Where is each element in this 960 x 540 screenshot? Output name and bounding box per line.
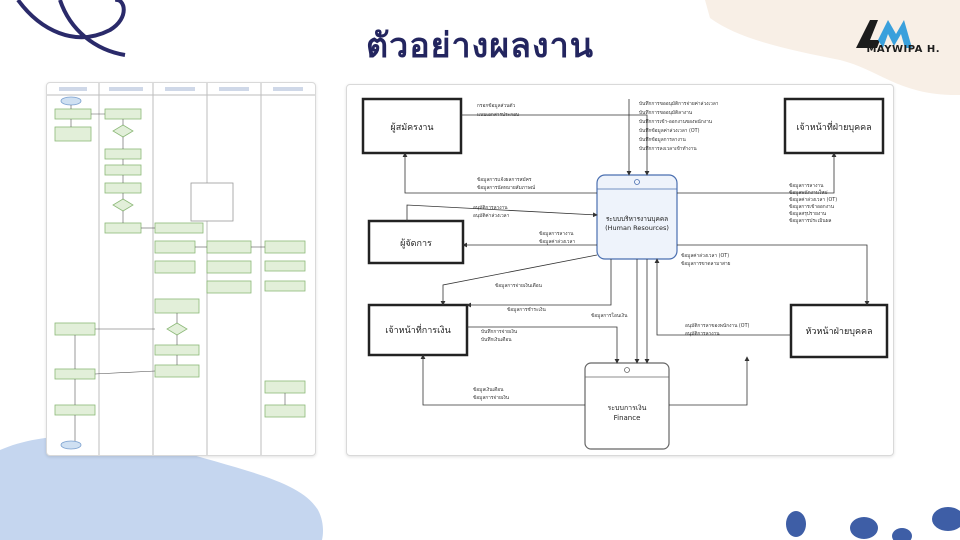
svg-text:บันทึกเงินเดือน: บันทึกเงินเดือน [481,336,512,343]
svg-text:บันทึกข้อมูลการลางาน: บันทึกข้อมูลการลางาน [639,136,686,143]
entity-manager: ผู้จัดการ [367,219,465,265]
dfd-canvas: ผู้สมัครงาน เจ้าหน้าที่ฝ่ายบุคคล ผู้จัดก… [361,97,889,450]
svg-text:บันทึกการขออนุมัติลางาน: บันทึกการขออนุมัติลางาน [639,110,693,116]
svg-text:ข้อมูลการนัดหมายสัมภาษณ์: ข้อมูลการนัดหมายสัมภาษณ์ [477,184,536,191]
entity-hr-head: หัวหน้าฝ่ายบุคคล [789,303,889,359]
svg-text:ข้อมูลเงินเดือน: ข้อมูลเงินเดือน [473,386,504,393]
swimlane-flowchart [47,83,315,455]
label-applicant-out: ข้อมูลการแจ้งผลการสมัคร ข้อมูลการนัดหมาย… [477,176,536,191]
label-applicant-in: กรอกข้อมูลส่วนตัว แนบเอกสารประกอบ [477,102,519,118]
label-to-finance: ข้อมูลค่าล่วงเวลา (OT) ข้อมูลการขาดลามาส… [681,252,731,267]
label-finance-to-staff: ข้อมูลการชำระเงิน ข้อมูลการโอนเงิน [507,306,628,319]
svg-text:ระบบการเงิน: ระบบการเงิน [608,404,647,412]
note-box [190,182,234,222]
blue-blob-bottom-left [0,435,323,540]
svg-text:ระบบบริหารงานบุคคล: ระบบบริหารงานบุคคล [606,215,668,223]
svg-text:ผู้สมัครงาน: ผู้สมัครงาน [390,122,433,133]
data-flow-diagram: ผู้สมัครงาน เจ้าหน้าที่ฝ่ายบุคคล ผู้จัดก… [346,84,894,456]
label-finance-staff-in: ข้อมูลการจ่ายเงินเดือน [495,282,543,289]
swimlane-flowchart-image [46,82,316,456]
svg-text:อนุมัติค่าล่วงเวลา: อนุมัติค่าล่วงเวลา [473,213,510,219]
peach-blob-top-right [705,0,960,96]
svg-text:Finance: Finance [614,414,641,422]
flow-arrows [70,105,286,441]
label-manager-in: อนุมัติการลางาน อนุมัติค่าล่วงเวลา [473,205,510,219]
svg-text:เจ้าหน้าที่ฝ่ายบุคคล: เจ้าหน้าที่ฝ่ายบุคคล [796,120,871,133]
decision-diamonds [112,124,188,336]
svg-text:ข้อมูลค่าล่วงเวลา (OT): ข้อมูลค่าล่วงเวลา (OT) [789,196,837,203]
svg-text:(Human Resources): (Human Resources) [605,224,669,232]
svg-text:ข้อมูลการแจ้งผลการสมัคร: ข้อมูลการแจ้งผลการสมัคร [477,176,532,183]
lane-headers [59,87,303,91]
svg-text:บันทึกการจ่ายเงิน: บันทึกการจ่ายเงิน [481,329,518,335]
label-hr-head-in: อนุมัติการลาของพนักงาน (OT) อนุมัติการลา… [685,323,750,337]
svg-text:บันทึกการขออนุมัติการจ่ายค่าล่: บันทึกการขออนุมัติการจ่ายค่าล่วงเวลา [639,101,719,107]
svg-text:เจ้าหน้าที่การเงิน: เจ้าหน้าที่การเงิน [385,323,450,336]
svg-text:แนบเอกสารประกอบ: แนบเอกสารประกอบ [477,112,519,118]
entity-hr-staff: เจ้าหน้าที่ฝ่ายบุคคล [783,97,885,155]
label-finance-staff-out: บันทึกการจ่ายเงิน บันทึกเงินเดือน [481,329,518,343]
svg-text:ข้อมูลการขาดลามาสาย: ข้อมูลการขาดลามาสาย [681,260,731,267]
svg-text:หัวหน้าฝ่ายบุคคล: หัวหน้าฝ่ายบุคคล [806,326,873,337]
svg-text:ข้อมูลพนักงานใหม่: ข้อมูลพนักงานใหม่ [789,189,828,196]
label-top-list: บันทึกการขออนุมัติการจ่ายค่าล่วงเวลา บัน… [639,101,719,152]
label-manager-out: ข้อมูลการลางาน ข้อมูลค่าล่วงเวลา [539,230,575,245]
process-hr-system: ระบบบริหารงานบุคคล (Human Resources) [596,174,678,260]
svg-text:ข้อมูลการประเมินผล: ข้อมูลการประเมินผล [789,217,832,224]
svg-text:อนุมัติการลางาน: อนุมัติการลางาน [685,331,720,337]
svg-text:อนุมัติการลางาน: อนุมัติการลางาน [473,205,508,211]
label-hr-staff-in: ข้อมูลการลางาน ข้อมูลพนักงานใหม่ ข้อมูลค… [789,182,837,224]
entity-finance-staff: เจ้าหน้าที่การเงิน [367,303,469,357]
process-finance: ระบบการเงิน Finance [584,362,670,450]
svg-text:กรอกข้อมูลส่วนตัว: กรอกข้อมูลส่วนตัว [477,102,516,109]
label-finance-out: ข้อมูลเงินเดือน ข้อมูลการจ่ายเงิน [473,386,510,401]
dots-bottom-right [786,507,960,540]
svg-text:ข้อมูลสรุปรายงาน: ข้อมูลสรุปรายงาน [789,210,827,217]
svg-text:บันทึกการลงเวลาเข้าทำงาน: บันทึกการลงเวลาเข้าทำงาน [639,145,697,152]
svg-text:ข้อมูลการเข้าออกงาน: ข้อมูลการเข้าออกงาน [789,203,835,210]
svg-text:ข้อมูลค่าล่วงเวลา (OT): ข้อมูลค่าล่วงเวลา (OT) [681,252,729,259]
svg-text:ข้อมูลการโอนเงิน: ข้อมูลการโอนเงิน [591,312,628,319]
svg-text:ข้อมูลการลางาน: ข้อมูลการลางาน [539,230,574,237]
entity-applicant: ผู้สมัครงาน [361,97,463,155]
svg-text:บันทึกการเข้า-ออกงานของพนักงาน: บันทึกการเข้า-ออกงานของพนักงาน [639,118,713,125]
svg-text:ผู้จัดการ: ผู้จัดการ [400,238,432,249]
svg-text:อนุมัติการลาของพนักงาน (OT): อนุมัติการลาของพนักงาน (OT) [685,323,750,329]
svg-text:ข้อมูลค่าล่วงเวลา: ข้อมูลค่าล่วงเวลา [539,238,575,245]
brand-name: MAYWIPA H. [866,44,940,55]
svg-text:บันทึกข้อมูลค่าล่วงเวลา (OT): บันทึกข้อมูลค่าล่วงเวลา (OT) [639,127,700,134]
am-logo-icon [856,20,912,48]
slide-title: ตัวอย่างผลงาน [366,26,594,66]
data-flows [402,99,870,406]
svg-text:ข้อมูลการจ่ายเงิน: ข้อมูลการจ่ายเงิน [473,394,510,401]
svg-text:ข้อมูลการจ่ายเงินเดือน: ข้อมูลการจ่ายเงินเดือน [495,282,543,289]
terminators [60,96,82,450]
flow-boxes [54,108,306,418]
svg-text:ข้อมูลการชำระเงิน: ข้อมูลการชำระเงิน [507,306,547,313]
swoosh-top-left [16,0,126,57]
svg-text:ข้อมูลการลางาน: ข้อมูลการลางาน [789,182,824,189]
